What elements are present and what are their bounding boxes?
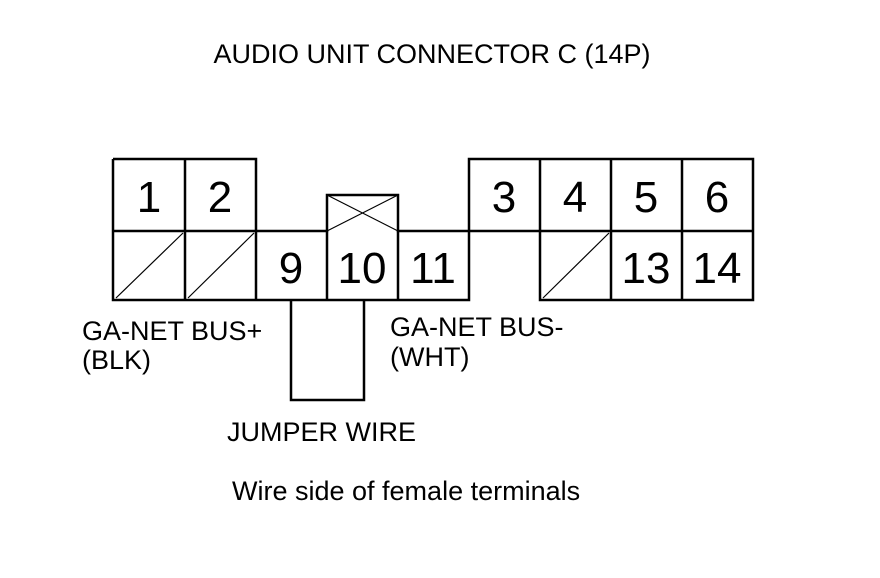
pin-1: 1 bbox=[137, 173, 161, 222]
pin-6: 6 bbox=[705, 173, 729, 222]
pin-4: 4 bbox=[563, 173, 587, 222]
diagram-title: AUDIO UNIT CONNECTOR C (14P) bbox=[213, 39, 650, 69]
pin-9: 9 bbox=[279, 244, 303, 293]
pin-11: 11 bbox=[410, 244, 456, 293]
jumper-wire-label: JUMPER WIRE bbox=[227, 417, 416, 447]
bus-plus-color: (BLK) bbox=[82, 345, 151, 375]
bus-minus-color: (WHT) bbox=[390, 342, 469, 372]
pin-2: 2 bbox=[208, 173, 232, 222]
lock-tab-x bbox=[326, 194, 399, 232]
pin-14: 14 bbox=[693, 244, 742, 293]
connector-grid bbox=[113, 159, 753, 300]
bus-minus-label: GA-NET BUS- bbox=[390, 312, 564, 342]
jumper-wire bbox=[289, 300, 366, 402]
caption: Wire side of female terminals bbox=[232, 476, 580, 506]
pin-5: 5 bbox=[634, 173, 658, 222]
pin-13: 13 bbox=[622, 244, 671, 293]
pin-10: 10 bbox=[338, 244, 387, 293]
bus-plus-label: GA-NET BUS+ bbox=[82, 316, 262, 346]
connector-outline bbox=[111, 157, 755, 302]
pin-3: 3 bbox=[492, 173, 516, 222]
empty-cavity-marks bbox=[115, 232, 610, 299]
